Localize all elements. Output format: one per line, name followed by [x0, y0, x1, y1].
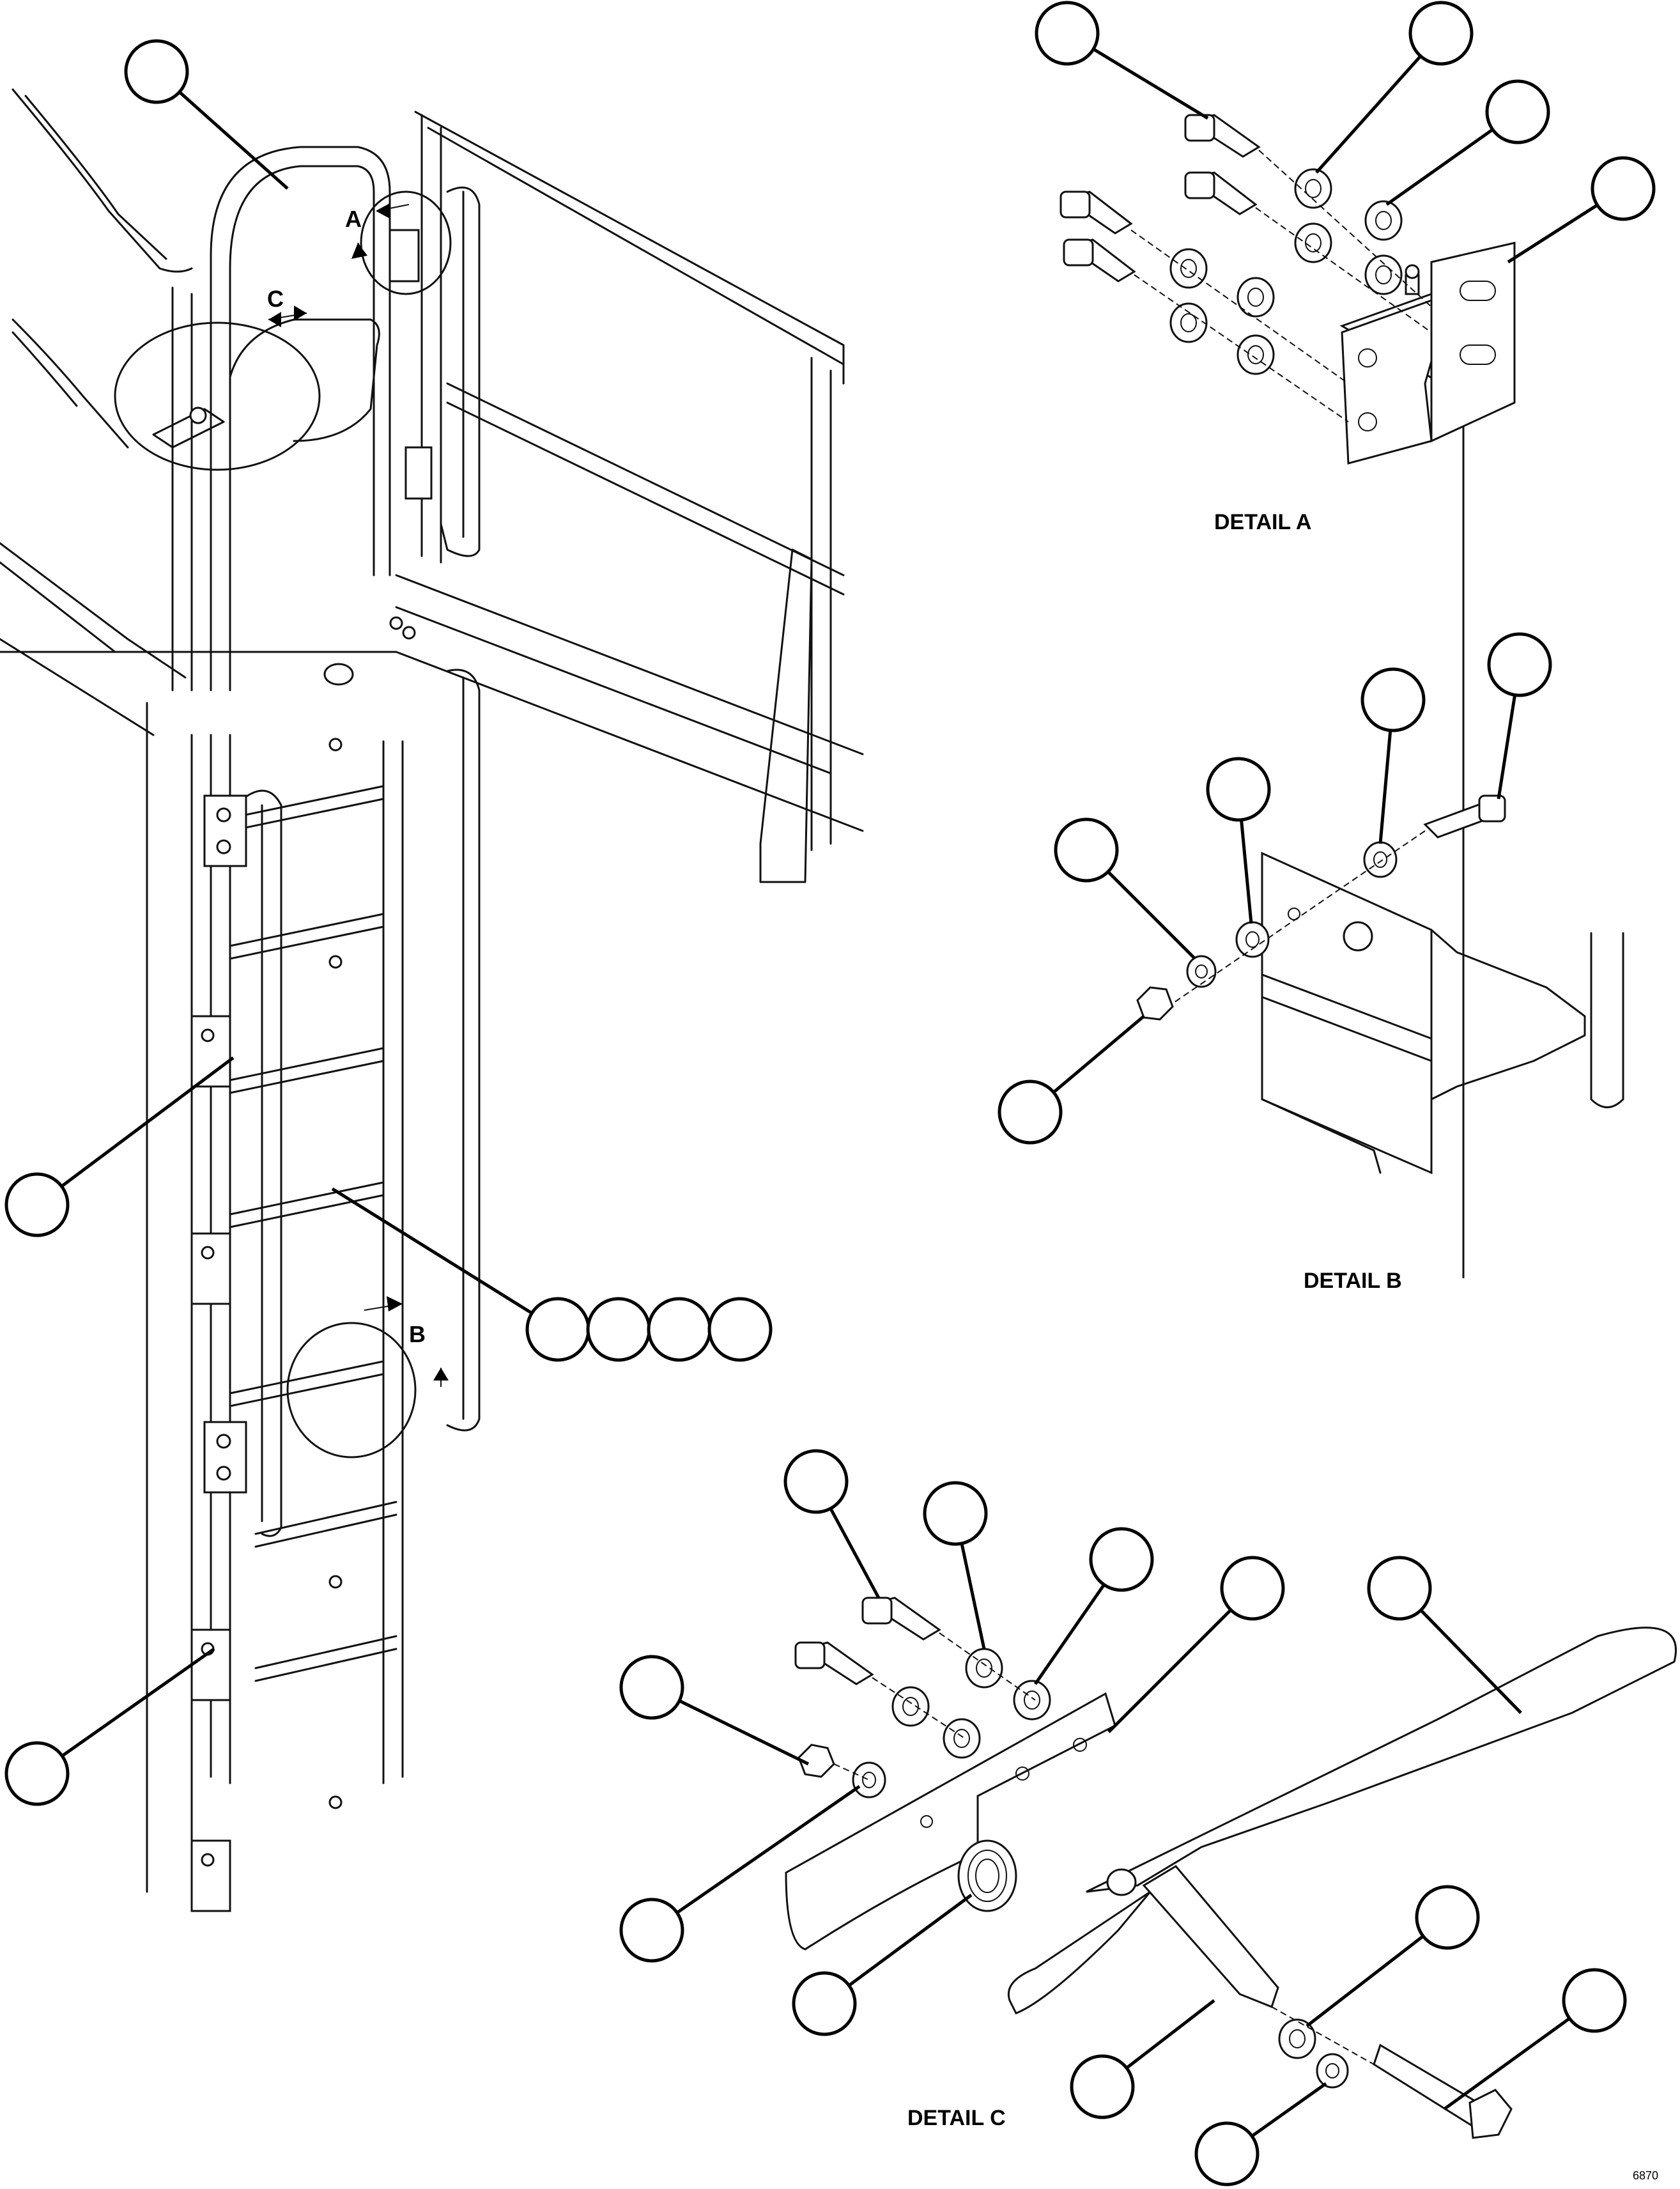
detail-b-bracket: DETAIL B: [998, 632, 1624, 1293]
callout-balloon-detail-c-washer-3: [619, 1898, 684, 1963]
reference-letter-b: B: [409, 1321, 426, 1347]
callout-balloon-detail-b-washer-3: [1054, 817, 1119, 883]
callout-balloon-group-4: [707, 1297, 773, 1362]
callout-balloon-gate: [124, 39, 189, 104]
detail-a-hinge: DETAIL A: [1035, 1, 1656, 1278]
callout-balloon-group-2: [586, 1297, 651, 1362]
callout-balloon-detail-c-bolt: [783, 1449, 849, 1514]
callout-balloon-detail-c-nut: [619, 1655, 684, 1720]
callout-balloon-detail-c-handle: [1367, 1556, 1432, 1621]
callout-balloon-detail-b-washer-2: [1206, 757, 1271, 822]
callout-balloon-detail-c-washer-4: [1415, 1885, 1480, 1950]
detail-c-label: DETAIL C: [907, 2106, 1006, 2130]
reference-letter-c: C: [267, 286, 284, 312]
callout-balloon-group-1: [525, 1297, 590, 1362]
callout-balloon-detail-b-nut: [998, 1079, 1063, 1145]
reference-letter-a: A: [345, 206, 362, 232]
callout-balloon-detail-a-hinge: [1591, 156, 1656, 221]
callout-balloon-detail-c-spring: [792, 1971, 857, 2036]
detail-b-label: DETAIL B: [1304, 1269, 1402, 1293]
main-ladder-assembly: A C B: [0, 39, 864, 1912]
callout-balloon-detail-c-long-bolt: [1562, 1968, 1627, 2033]
callout-balloon-detail-a-washer-1: [1408, 1, 1474, 66]
callout-balloon-group-3: [647, 1297, 712, 1362]
detail-c-latch: DETAIL C: [619, 1449, 1677, 2186]
drawing-code: 6870: [1633, 2169, 1658, 2182]
callout-balloon-ladder-upper: [4, 1172, 70, 1237]
callout-balloon-detail-c-washer-5: [1194, 2121, 1260, 2186]
callout-balloon-detail-a-washer-2: [1485, 79, 1550, 144]
callout-balloon-detail-c-washer-2: [1089, 1527, 1154, 1592]
callout-balloon-detail-c-washer-1: [923, 1481, 988, 1546]
callout-balloon-detail-b-bolt: [1487, 632, 1552, 697]
detail-a-label: DETAIL A: [1214, 510, 1311, 534]
callout-balloon-detail-c-plate: [1220, 1556, 1285, 1621]
callout-balloon-detail-c-pin: [1070, 2054, 1135, 2119]
callout-balloon-detail-a-bolt: [1035, 1, 1100, 66]
callout-balloon-ladder-lower: [4, 1741, 70, 1806]
callout-balloon-detail-b-washer-1: [1360, 667, 1426, 732]
